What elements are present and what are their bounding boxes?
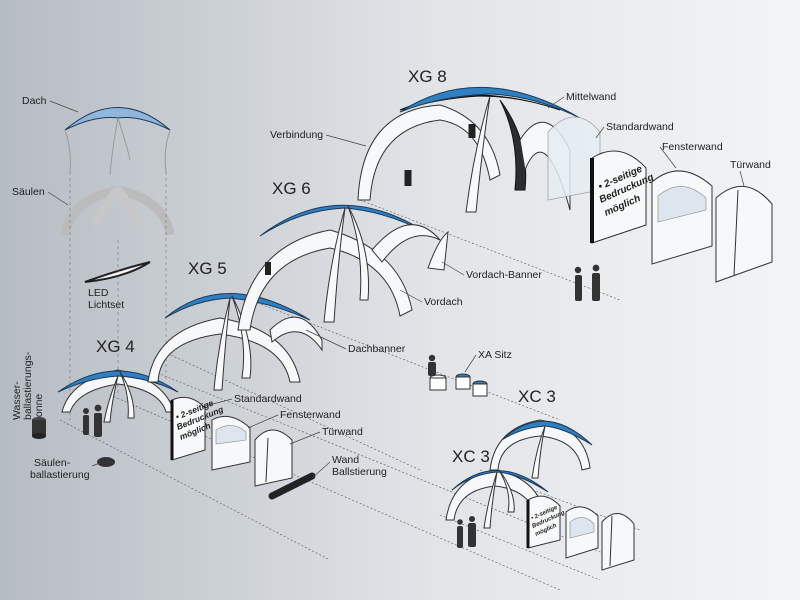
wall-standard-xg4: • 2-seitige Bedruckung möglich [170, 396, 225, 461]
wall-window-xc3 [565, 506, 599, 559]
tent-xg5 [147, 293, 323, 391]
tent-xc3-back [489, 419, 593, 479]
tent-xg4 [57, 369, 179, 423]
title-xg6: XG 6 [272, 179, 311, 198]
label-wand-1: Wand [332, 454, 359, 466]
label-wasser-1: Wasser- [11, 381, 23, 420]
tent-xg6 [237, 204, 449, 331]
label-wasser-3: tonne [33, 394, 45, 420]
label-saeulenballast-2: ballastierung [30, 469, 90, 481]
component-dach [64, 107, 171, 176]
wall-door-xg4 [254, 429, 293, 487]
title-xg8: XG 8 [408, 67, 447, 86]
label-dach: Dach [22, 95, 47, 107]
wall-ballast-xg4 [268, 472, 316, 500]
label-led-1: LED [88, 287, 109, 299]
guide-dach [69, 172, 167, 420]
wall-door-xc3 [601, 513, 635, 571]
label-tuerwand-xg4: Türwand [322, 426, 363, 438]
component-saeulen [60, 184, 175, 236]
label-mittelwand: Mittelwand [566, 91, 616, 103]
wall-door-xg8 [715, 185, 773, 283]
label-saeulen: Säulen [12, 186, 45, 198]
label-led-2: Lichtset [88, 299, 124, 311]
wall-standard-xg8: • 2-seitige Bedruckung möglich [590, 150, 656, 244]
label-wand-2: Ballstierung [332, 466, 387, 478]
label-saeulenballast-1: Säulen- [34, 457, 71, 469]
leader-dach [49, 100, 79, 113]
title-xc3-back: XC 3 [518, 387, 556, 406]
water-barrel-icon [32, 417, 46, 439]
people-icon-xg8 [574, 264, 600, 301]
column-ballast-icon [97, 457, 115, 467]
people-icon-xc3 [457, 516, 476, 548]
label-wasser-2: ballastierungs- [22, 351, 34, 420]
label-wasserballast: Wasser- ballastierungs- tonne [11, 351, 45, 420]
label-vordach-banner: Vordach-Banner [466, 269, 542, 281]
xa-seat-group [428, 354, 488, 397]
label-dachbanner: Dachbanner [348, 343, 406, 355]
tent-xg8 [357, 86, 581, 213]
label-fensterwand-xg8: Fensterwand [662, 141, 723, 153]
title-xc3-front: XC 3 [452, 447, 490, 466]
label-tuerwand-xg8: Türwand [730, 159, 771, 171]
title-xg4: XG 4 [96, 337, 135, 356]
label-verbindung: Verbindung [270, 129, 323, 141]
title-xg5: XG 5 [188, 259, 227, 278]
label-fensterwand-xg4: Fensterwand [280, 409, 341, 421]
people-icon [83, 404, 102, 437]
wall-window-xg8 [651, 170, 713, 265]
wall-standard-xc3: • 2-seitige Bedruckung möglich [526, 495, 566, 549]
label-xa-sitz: XA Sitz [478, 349, 512, 361]
label-standardwand-xg8: Standardwand [606, 121, 674, 133]
label-vordach: Vordach [424, 296, 463, 308]
leader-saeulen [47, 191, 69, 206]
component-led-lichtset [84, 261, 151, 283]
label-standardwand-xg4: Standardwand [234, 393, 302, 405]
wall-window-xg4 [211, 415, 251, 471]
